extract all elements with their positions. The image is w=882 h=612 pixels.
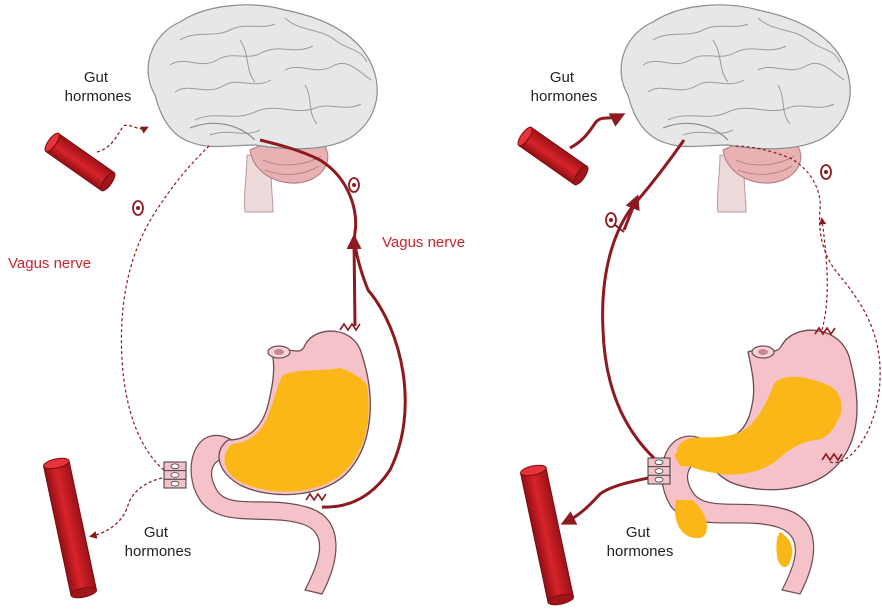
right-vagus-neuron: [606, 213, 616, 227]
left-top-vessel: [43, 131, 118, 193]
right-top-hormone-arrow: [570, 116, 620, 148]
left-vagus-neuron: [349, 178, 359, 192]
left-vagus-dashed: [121, 145, 210, 470]
right-enteroendocrine-cells: [648, 458, 670, 484]
left-dashed-neuron: [133, 201, 143, 215]
right-dashed-neuron: [821, 165, 831, 179]
left-top-gut-label: Gut hormones: [65, 69, 132, 105]
left-vagus-label-2: Vagus nerve: [382, 234, 465, 251]
left-bottom-vessel: [43, 456, 98, 599]
left-bottom-gut-label: Gut hormones: [125, 524, 192, 560]
right-bottom-hormone-arrow: [566, 478, 648, 522]
left-vagus-label: Vagus nerve: [8, 255, 91, 272]
left-top-hormone-arrow: [97, 125, 146, 152]
left-enteroendocrine-cells: [164, 462, 186, 488]
right-top-vessel: [516, 125, 591, 187]
right-vagus-solid: [603, 140, 684, 458]
right-bottom-vessel: [520, 463, 575, 606]
right-top-gut-label: Gut hormones: [531, 69, 598, 105]
left-panel: Gut hormones Vagus nerve Vagus nerve Gut…: [8, 5, 465, 600]
right-bottom-gut-label: Gut hormones: [607, 524, 674, 560]
right-panel: Gut hormones Gut hormones: [516, 5, 881, 607]
